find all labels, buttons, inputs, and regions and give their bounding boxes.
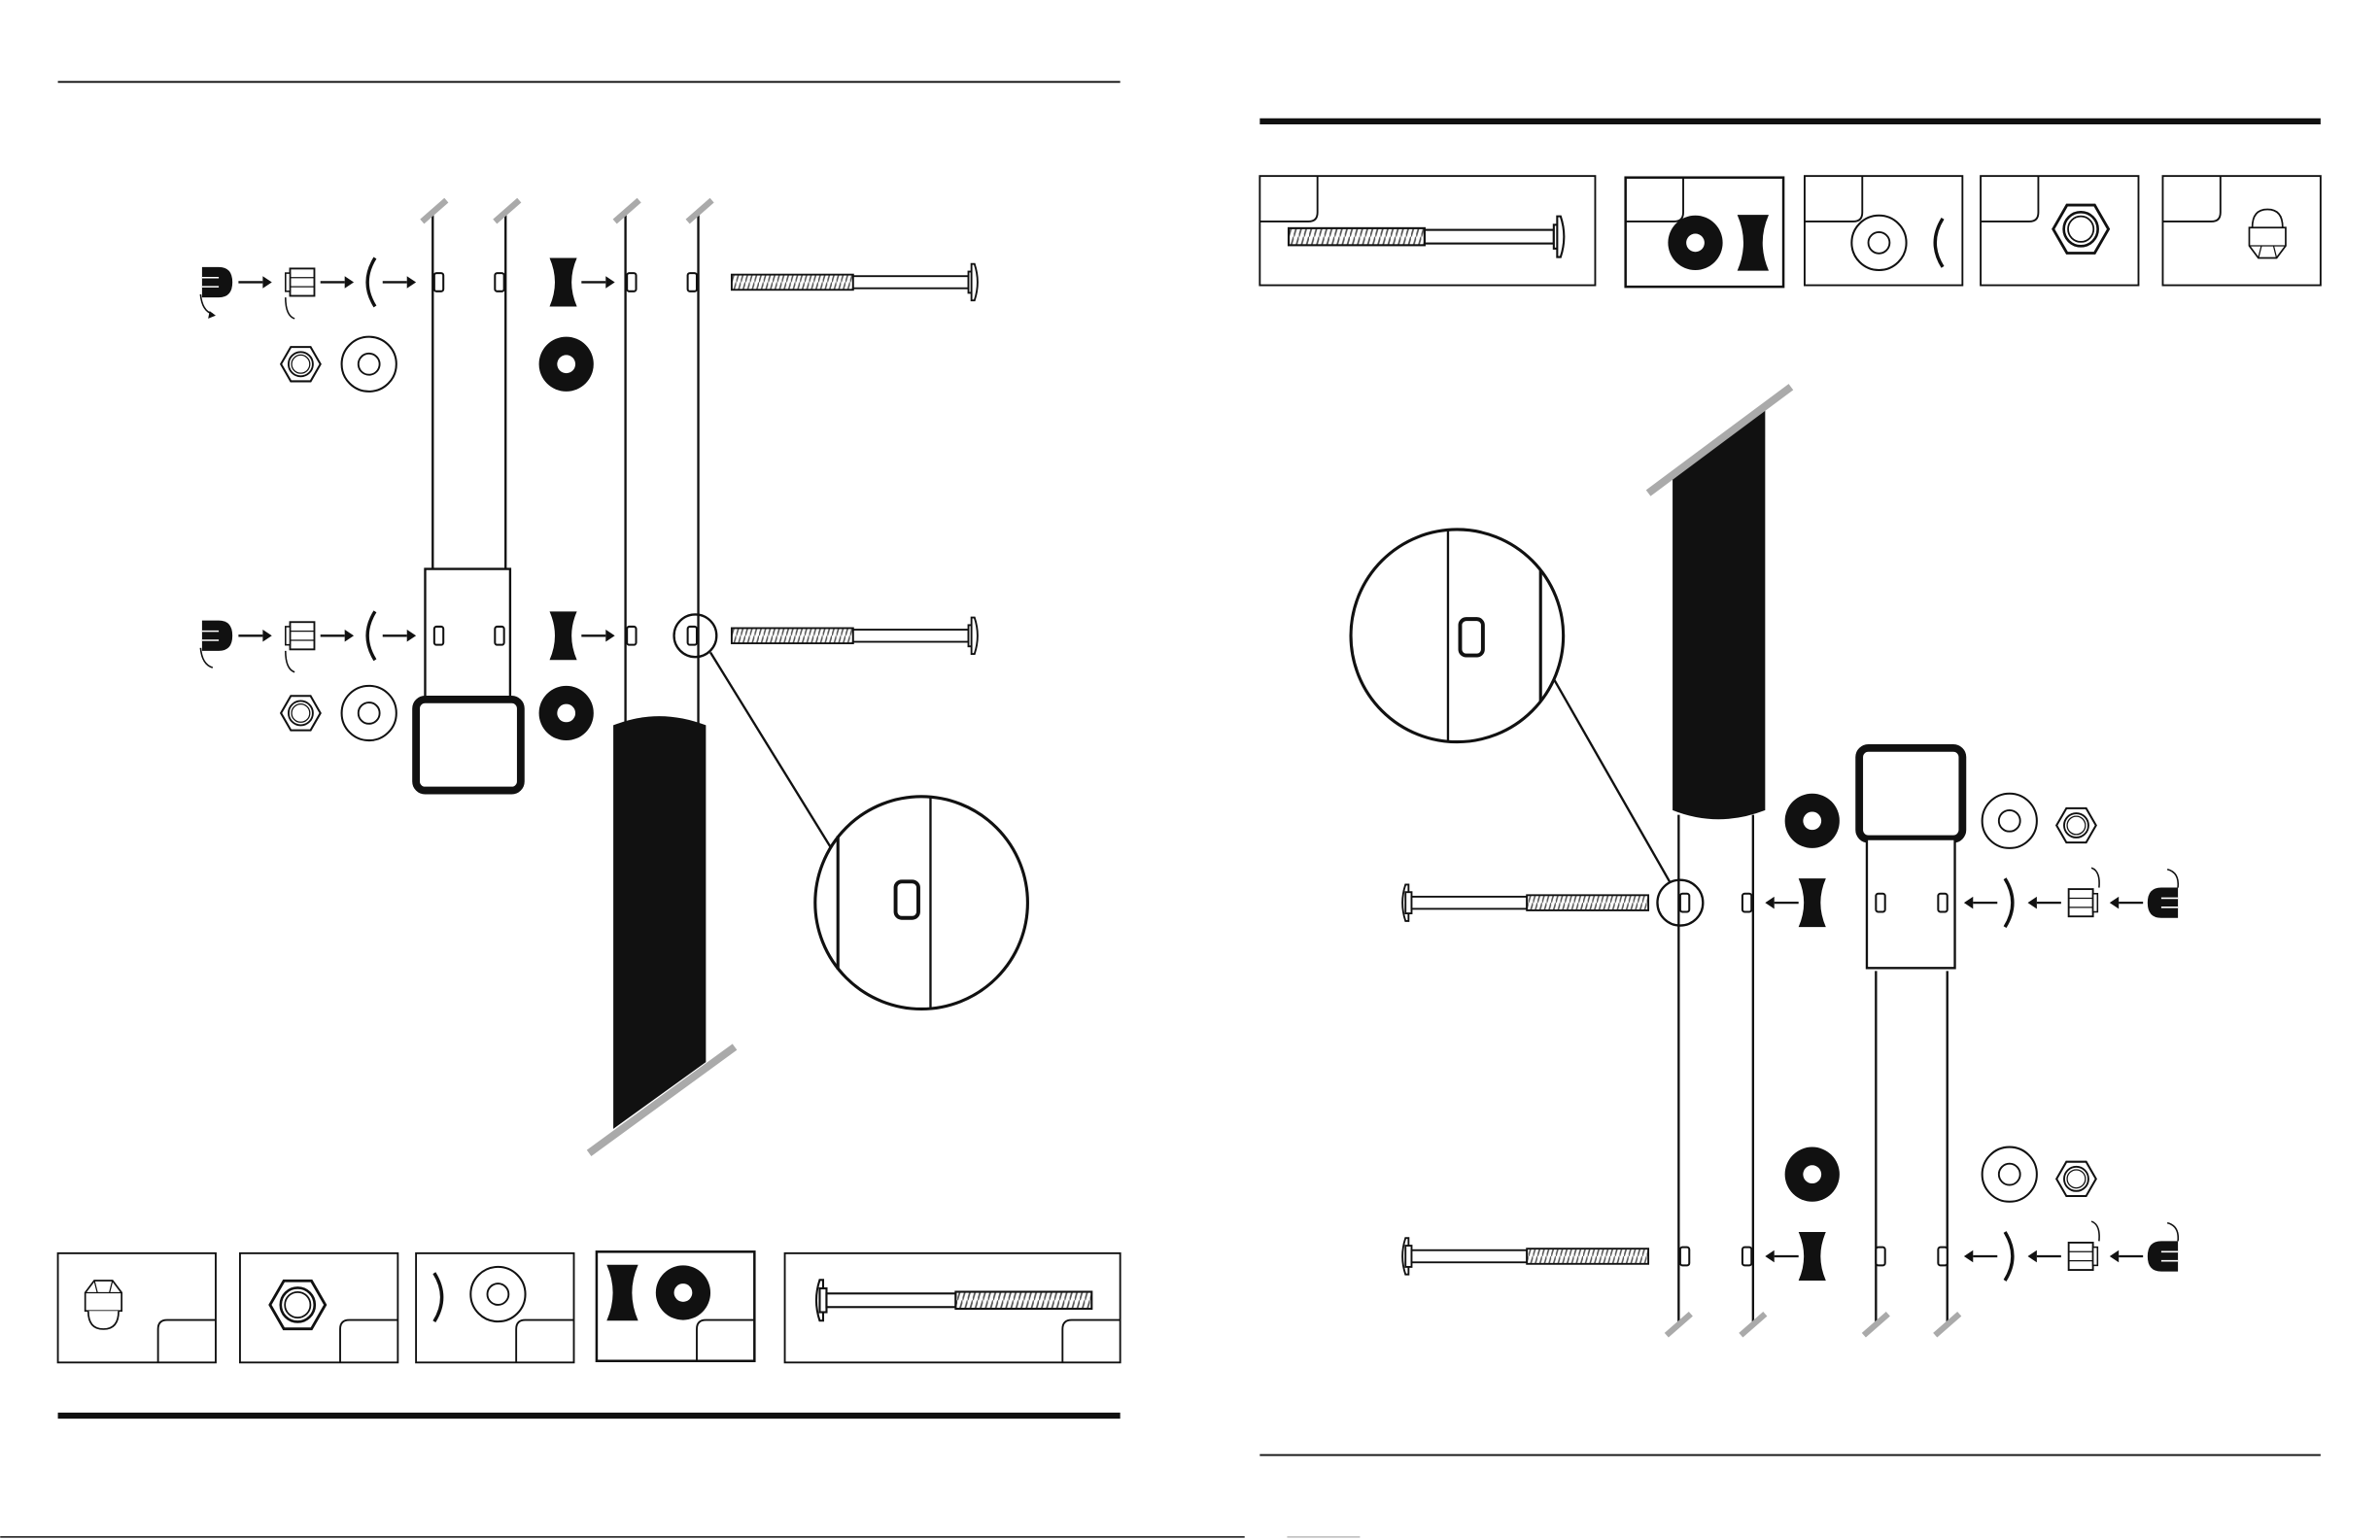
legend-hex-nut <box>1981 176 2138 285</box>
left-upright-tube-b <box>589 200 735 1153</box>
spacer-icon <box>1799 878 1826 927</box>
carriage-bolt-icon <box>732 264 978 300</box>
spacer-icon <box>550 611 577 660</box>
curved-washer-icon <box>367 611 375 660</box>
hex-nut-icon <box>2053 205 2109 253</box>
curved-washer-icon <box>2005 878 2013 927</box>
right-black-leg <box>1648 387 1791 1335</box>
carriage-bolt-icon <box>1402 1238 1648 1274</box>
right-upper-hardware-row <box>1402 794 2178 927</box>
left-upper-hardware-row <box>200 257 978 391</box>
round-washer-icon <box>656 1265 710 1319</box>
curved-washer-icon <box>367 257 375 306</box>
flat-washer-icon <box>1851 216 1906 270</box>
legend-carriage-bolt <box>785 1253 1121 1362</box>
acorn-nut-icon <box>2148 1241 2178 1271</box>
hex-nut-icon <box>2056 1162 2096 1196</box>
right-hardware-legend <box>1259 176 2321 287</box>
lock-nut-icon <box>2069 1243 2098 1270</box>
left-page <box>0 82 1244 1537</box>
right-page <box>1259 121 2321 1537</box>
left-lower-hardware-row <box>200 611 978 740</box>
round-washer-icon <box>1785 1147 1840 1202</box>
left-hardware-legend <box>58 1251 1121 1362</box>
round-washer-icon <box>539 686 594 740</box>
legend-acorn-cap-nut <box>58 1253 216 1362</box>
lock-nut-icon <box>2069 889 2098 916</box>
legend-spacer-round-washer <box>597 1251 754 1360</box>
lock-nut-icon <box>286 268 315 295</box>
hex-nut-icon <box>281 696 321 730</box>
legend-round-washer-spacer <box>1626 178 1783 287</box>
flat-washer-icon <box>1983 1147 2037 1202</box>
hex-nut-icon <box>281 347 321 381</box>
left-detail-callout <box>674 614 1028 1009</box>
flat-washer-icon <box>1983 794 2037 848</box>
acorn-nut-icon <box>202 267 232 297</box>
right-lower-hardware-row <box>1402 1147 2178 1281</box>
curved-washer-icon <box>2005 1232 2013 1281</box>
right-detail-callout <box>1351 530 1703 926</box>
lock-nut-icon <box>286 622 315 649</box>
carriage-bolt-icon <box>1402 884 1648 920</box>
spacer-icon <box>550 257 577 306</box>
flat-washer-icon <box>470 1267 525 1321</box>
hex-nut-icon <box>2056 808 2096 842</box>
legend-washers <box>416 1253 573 1362</box>
acorn-cap-nut-icon <box>86 1281 121 1329</box>
round-washer-icon <box>539 337 594 392</box>
flat-washer-icon <box>342 337 397 392</box>
hex-nut-icon <box>270 1281 326 1328</box>
acorn-nut-icon <box>2148 888 2178 918</box>
acorn-nut-icon <box>202 621 232 651</box>
spacer-icon <box>1799 1232 1826 1281</box>
legend-washers <box>1805 176 1962 285</box>
round-washer-icon <box>1785 794 1840 848</box>
acorn-cap-nut-icon <box>2249 209 2285 257</box>
legend-hex-nut <box>240 1253 397 1362</box>
flat-washer-icon <box>342 686 397 740</box>
legend-carriage-bolt <box>1259 176 1595 285</box>
left-upright-tube-a <box>416 200 521 790</box>
carriage-bolt-icon <box>732 618 978 654</box>
legend-acorn-cap-nut <box>2162 176 2320 285</box>
round-washer-icon <box>1668 216 1722 270</box>
